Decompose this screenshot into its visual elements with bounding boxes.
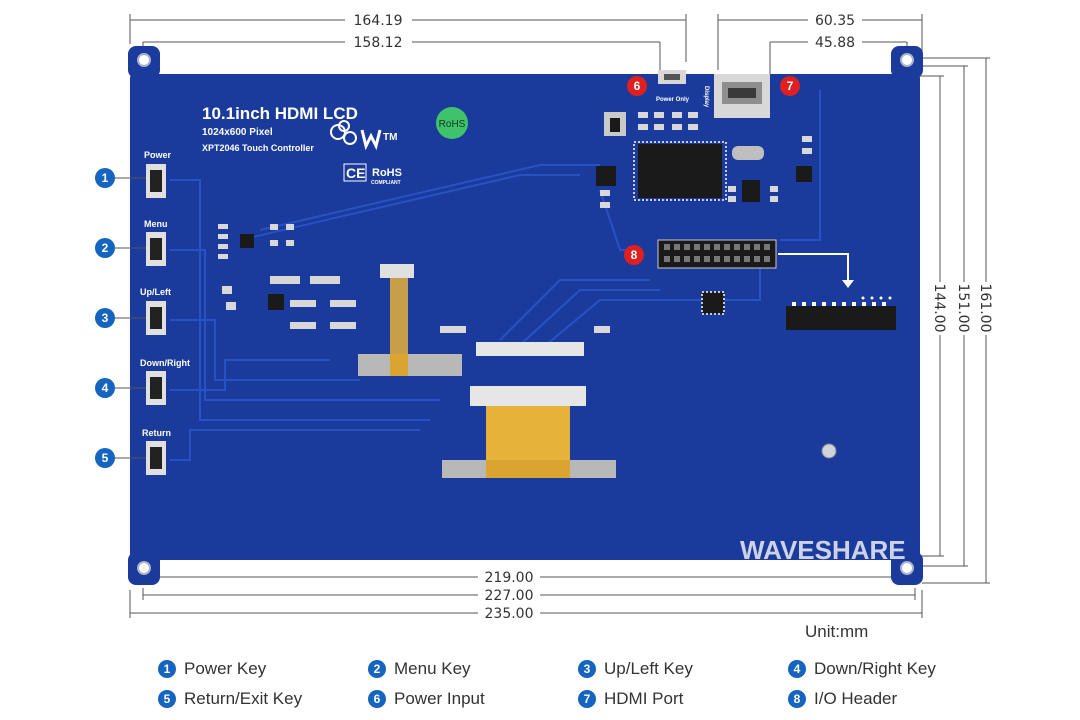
legend-label: Down/Right Key — [814, 659, 936, 678]
dim-bottom-total: 235.00 — [485, 606, 534, 622]
dim-right-mid: 151.00 — [955, 284, 971, 333]
callout-power-input: 6 — [627, 76, 647, 96]
mount-hole — [137, 561, 151, 575]
touch-ribbon — [358, 264, 462, 376]
callout-return-key: 5 — [95, 448, 146, 468]
legend-badge: 6 — [368, 690, 386, 708]
dim-bottom-holes: 219.00 — [485, 570, 534, 586]
waveshare-logo: TM — [330, 120, 397, 151]
io-header — [657, 239, 777, 269]
legend-label: Return/Exit Key — [184, 689, 303, 708]
board-resolution: 1024x600 Pixel — [202, 127, 273, 138]
svg-text:8: 8 — [631, 248, 638, 262]
legend-badge: 4 — [788, 660, 806, 678]
callout-io-header: 8 — [624, 245, 644, 265]
legend-label: Power Key — [184, 659, 267, 678]
svg-text:7: 7 — [787, 79, 794, 93]
svg-text:6: 6 — [634, 79, 641, 93]
legend: 1 Power Key 2 Menu Key 3 Up/Left Key 4 D… — [158, 652, 1058, 712]
ce-mark: CE — [346, 165, 365, 181]
board-title: 10.1inch HDMI LCD — [202, 104, 358, 123]
legend-item-hdmi-port: 7 HDMI Port — [578, 686, 788, 712]
svg-text:1: 1 — [102, 171, 109, 185]
unit-label: Unit:mm — [805, 622, 869, 641]
key-label-return: Return — [142, 428, 171, 438]
tm-mark: TM — [383, 132, 397, 143]
svg-text:5: 5 — [102, 451, 109, 465]
dim-bottom-mid: 227.00 — [485, 588, 534, 604]
legend-label: Up/Left Key — [604, 659, 693, 678]
board-outline — [128, 46, 923, 585]
svg-text:3: 3 — [102, 311, 109, 325]
passives — [218, 112, 812, 333]
legend-label: HDMI Port — [604, 689, 684, 708]
display-fpc — [442, 342, 616, 478]
dim-top-total: 164.19 — [354, 13, 403, 29]
rohs-badge-text: RoHS — [439, 119, 466, 130]
key-label-menu: Menu — [144, 219, 168, 229]
legend-item-power-key: 1 Power Key — [158, 652, 368, 686]
dim-hdmi-center: 45.88 — [815, 35, 855, 51]
key-label-power: Power — [144, 150, 172, 160]
small-chips — [240, 112, 837, 459]
legend-item-up-left-key: 3 Up/Left Key — [578, 652, 788, 686]
dim-top-inner: 158.12 — [354, 35, 403, 51]
legend-item-return-exit-key: 5 Return/Exit Key — [158, 686, 368, 712]
svg-text:4: 4 — [102, 381, 109, 395]
legend-badge: 7 — [578, 690, 596, 708]
legend-badge: 3 — [578, 660, 596, 678]
dim-hdmi-right: 60.35 — [815, 13, 855, 29]
rohs-badge — [436, 107, 468, 139]
io-pinout-detail — [786, 296, 896, 330]
legend-badge: 2 — [368, 660, 386, 678]
callout-power-key: 1 — [95, 168, 146, 188]
waveshare-watermark: WAVESHARE — [740, 535, 906, 565]
legend-label: I/O Header — [814, 689, 898, 708]
key-label-up-left: Up/Left — [140, 287, 171, 297]
hdmi-port — [714, 74, 770, 118]
legend-item-io-header: 8 I/O Header — [788, 686, 998, 712]
main-chip — [633, 141, 727, 201]
legend-item-power-input: 6 Power Input — [368, 686, 578, 712]
legend-label: Menu Key — [394, 659, 471, 678]
pcb-traces — [170, 90, 821, 461]
board-controller: XPT2046 Touch Controller — [202, 143, 314, 153]
legend-label: Power Input — [394, 689, 485, 708]
mount-hole — [137, 53, 151, 67]
callout-menu-key: 2 — [95, 238, 146, 258]
rohs-mark: RoHS — [372, 167, 402, 179]
power-micro-usb-port — [658, 70, 686, 84]
display-label: Display — [703, 86, 709, 108]
legend-badge: 5 — [158, 690, 176, 708]
legend-badge: 8 — [788, 690, 806, 708]
callout-hdmi-port: 7 — [780, 76, 800, 96]
legend-item-menu-key: 2 Menu Key — [368, 652, 578, 686]
legend-item-down-right-key: 4 Down/Right Key — [788, 652, 998, 686]
dim-right-total: 161.00 — [977, 284, 993, 333]
side-keys — [146, 164, 166, 475]
power-only-label: Power Only — [656, 97, 690, 103]
callout-down-right-key: 4 — [95, 378, 146, 398]
io-pinout-arrow — [778, 253, 849, 280]
dim-right-holes: 144.00 — [931, 284, 947, 333]
legend-badge: 1 — [158, 660, 176, 678]
svg-text:2: 2 — [102, 241, 109, 255]
mount-hole — [900, 561, 914, 575]
callout-up-left-key: 3 — [95, 308, 146, 328]
rohs-compliant: COMPLIANT — [371, 180, 401, 186]
key-label-down-right: Down/Right — [140, 358, 190, 368]
mount-hole — [900, 53, 914, 67]
